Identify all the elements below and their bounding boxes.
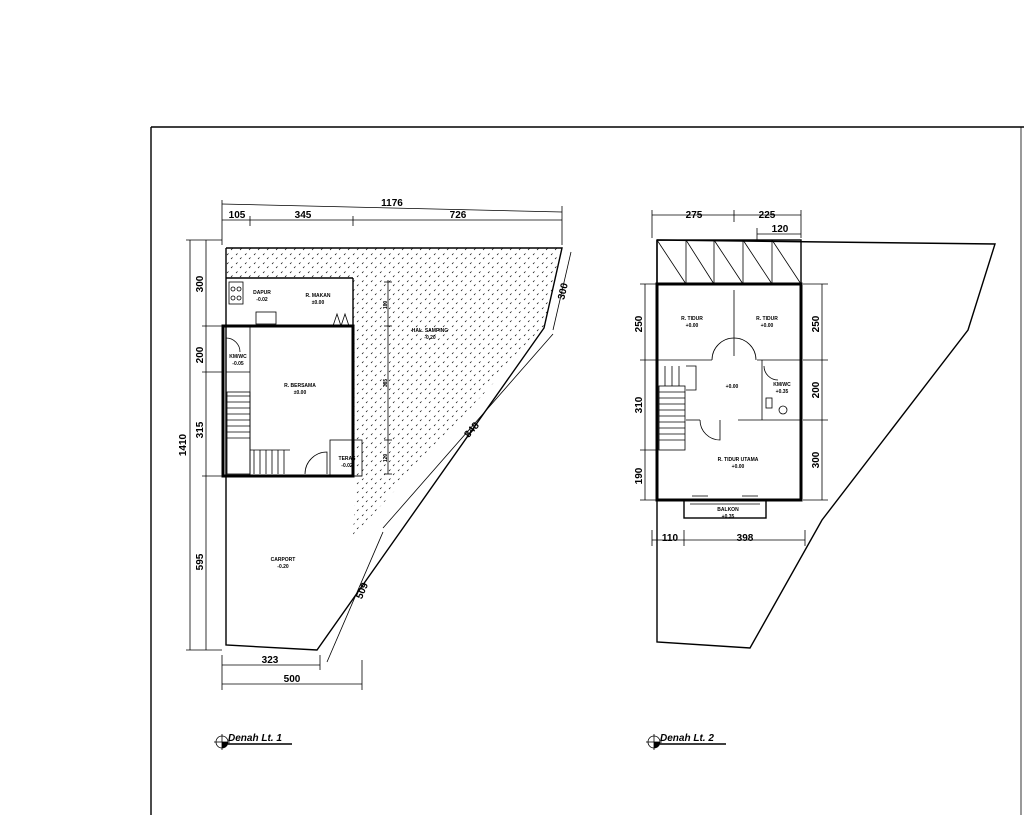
zigzag-mark — [332, 312, 350, 328]
door-swing — [733, 337, 757, 361]
stair-plan-1 — [226, 391, 290, 475]
teras-area — [329, 439, 363, 477]
roof-overhang — [656, 239, 802, 285]
plan-1-title: Denah Lt. 1 — [228, 733, 282, 744]
plan-1: 1176 105 345 726 1410 300 200 315 595 30… — [178, 198, 572, 750]
room2-tidur1-name: R. TIDUR — [681, 316, 703, 322]
door-swing — [699, 419, 721, 441]
room-dapur-level: -0.02 — [256, 297, 268, 303]
site-outline — [225, 247, 563, 651]
side-yard-hatch — [226, 248, 562, 536]
dim2-left-c: 190 — [634, 467, 645, 484]
room2-kmwc-level: +0.35 — [776, 389, 789, 395]
room2-tidur1-level: +0.00 — [686, 323, 699, 329]
door-swing — [225, 337, 241, 353]
room2-kmwc-name: KM/WC — [773, 382, 791, 388]
dim-left-a: 300 — [195, 275, 206, 292]
north-symbol-icon — [214, 734, 230, 750]
dim-left-d: 595 — [195, 553, 206, 570]
plan-2-title: Denah Lt. 2 — [660, 733, 714, 744]
building-walls — [221, 324, 355, 478]
dim-left-c: 315 — [195, 421, 206, 438]
room-samping-name: HAL. SAMPING — [412, 328, 449, 334]
room-teras-name: TERAS — [339, 456, 357, 462]
dim2-right-b: 200 — [811, 381, 822, 398]
room-makan-level: ±0.00 — [312, 300, 325, 306]
room2-tidur2-name: R. TIDUR — [756, 316, 778, 322]
room2-hall-level: +0.00 — [726, 384, 739, 390]
room2-utama-name: R. TIDUR UTAMA — [718, 457, 759, 463]
dim2-left-b: 310 — [634, 396, 645, 413]
room-bersama-level: ±0.00 — [294, 390, 307, 396]
door-swing — [763, 365, 779, 381]
room-dapur-name: DAPUR — [253, 290, 271, 296]
kitchen-stove — [228, 281, 244, 305]
north-symbol-icon — [646, 734, 662, 750]
dim-top-c: 726 — [450, 210, 467, 221]
dim-inner-a: 180 — [383, 301, 389, 310]
basin-fixture — [765, 397, 773, 409]
dim-left-b: 200 — [195, 346, 206, 363]
door-swing — [304, 451, 328, 475]
stair-plan-2 — [658, 365, 697, 451]
room-bersama-name: R. BERSAMA — [284, 383, 316, 389]
dim-inner-b: 385 — [383, 379, 389, 388]
dim-inner-c: 120 — [383, 454, 389, 463]
room-carport-name: CARPORT — [271, 557, 296, 563]
room-kmwc-name: KM/WC — [229, 354, 247, 360]
balcony-rail — [683, 499, 767, 519]
room2-tidur2-level: +0.00 — [761, 323, 774, 329]
plan-2: 275 225 120 250 310 190 250 200 300 110 … — [634, 210, 996, 750]
toilet-fixture — [778, 405, 788, 415]
dim2-right-c: 300 — [811, 451, 822, 468]
kitchen-sink — [255, 311, 277, 325]
dim-bottom-total: 500 — [284, 674, 301, 685]
dim-diag-top: 300 — [556, 282, 571, 301]
dim2-top-b: 225 — [759, 210, 776, 221]
room-teras-level: -0.02 — [341, 463, 353, 469]
dim2-bottom-b: 398 — [737, 533, 754, 544]
dim2-right-a: 250 — [811, 315, 822, 332]
dim-top-b: 345 — [295, 210, 312, 221]
room-samping-level: -0.20 — [424, 335, 436, 341]
dim2-left-a: 250 — [634, 315, 645, 332]
dim-top-a: 105 — [229, 210, 246, 221]
dim2-top-c: 120 — [772, 224, 789, 235]
dim2-bottom-a: 110 — [662, 533, 679, 544]
dim-top-total: 1176 — [381, 198, 403, 209]
room-carport-level: -0.20 — [277, 564, 289, 570]
room2-balkon-level: +0.35 — [722, 514, 735, 520]
room-kmwc-level: -0.05 — [232, 361, 244, 367]
drawing-frame — [150, 126, 1024, 815]
site-outline-2 — [656, 239, 996, 649]
dim-bottom-inner: 323 — [262, 655, 279, 666]
dim-diag-low: 509 — [354, 581, 371, 601]
room2-utama-level: +0.00 — [732, 464, 745, 470]
dim-left-total: 1410 — [178, 433, 189, 456]
room-makan-name: R. MAKAN — [306, 293, 331, 299]
door-swing — [711, 337, 735, 361]
dim-diag-mid: 848 — [462, 420, 482, 440]
room2-balkon-name: BALKON — [717, 507, 739, 513]
dim2-top-a: 275 — [686, 210, 703, 221]
